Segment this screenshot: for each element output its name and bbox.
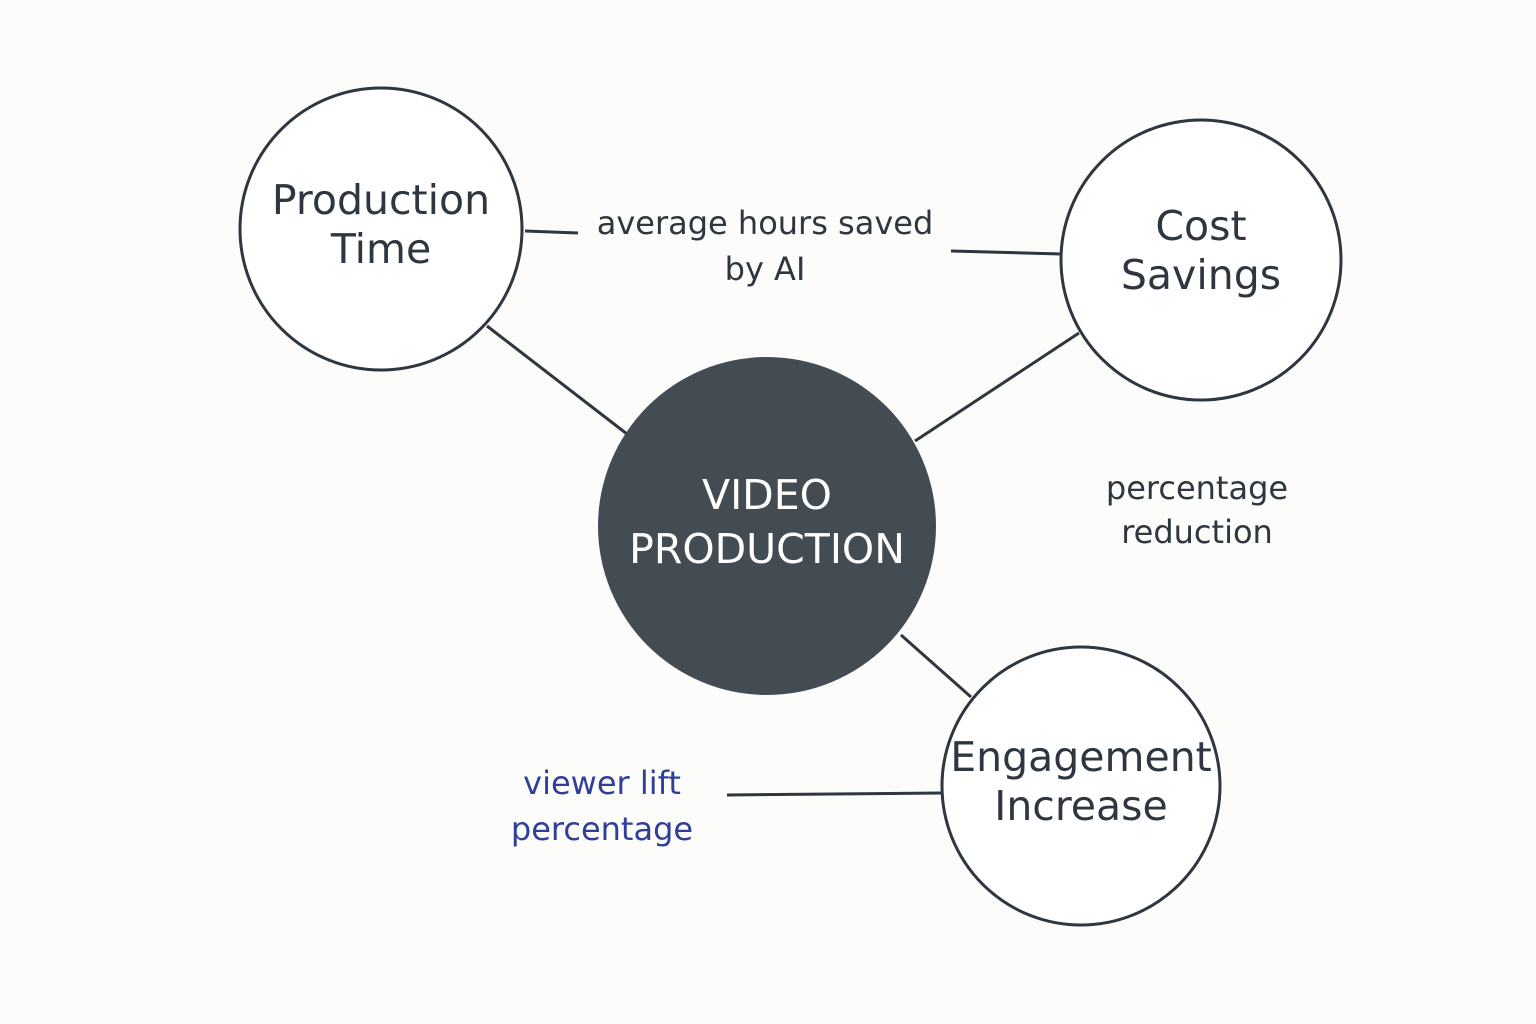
engagement-increase-line1: Engagement [950,733,1212,781]
center-title-line2: PRODUCTION [629,525,905,573]
cost-reduction-label-line2: reduction [1121,513,1273,551]
connector-viewer-lift-to-engagement [726,791,943,797]
engagement-increase-line2: Increase [994,782,1168,830]
video-production-center-node [598,357,936,695]
cost-savings-node [1059,118,1343,402]
connector-production-time-to-hours-label [524,229,579,235]
viewer-lift-label-line2: percentage [511,810,693,848]
production-time-line1: Production [272,176,490,224]
connector-production-time-to-center [486,324,628,436]
production-time-node [238,86,524,372]
connector-engagement-to-center [900,633,972,699]
connectors [486,229,1080,797]
hours-saved-label-line2: by AI [725,250,806,288]
cost-savings-line1: Cost [1155,202,1246,250]
connector-hours-label-to-cost-savings [950,249,1062,256]
viewer-lift-label-line1: viewer lift [523,764,681,802]
connector-cost-savings-to-center [914,331,1080,443]
engagement-increase-node [940,645,1222,927]
production-time-line2: Time [330,225,431,273]
cost-savings-line2: Savings [1121,251,1281,299]
hours-saved-label-line1: average hours saved [597,204,934,242]
center-title-line1: VIDEO [702,471,832,519]
cost-reduction-label-line1: percentage [1106,469,1288,507]
